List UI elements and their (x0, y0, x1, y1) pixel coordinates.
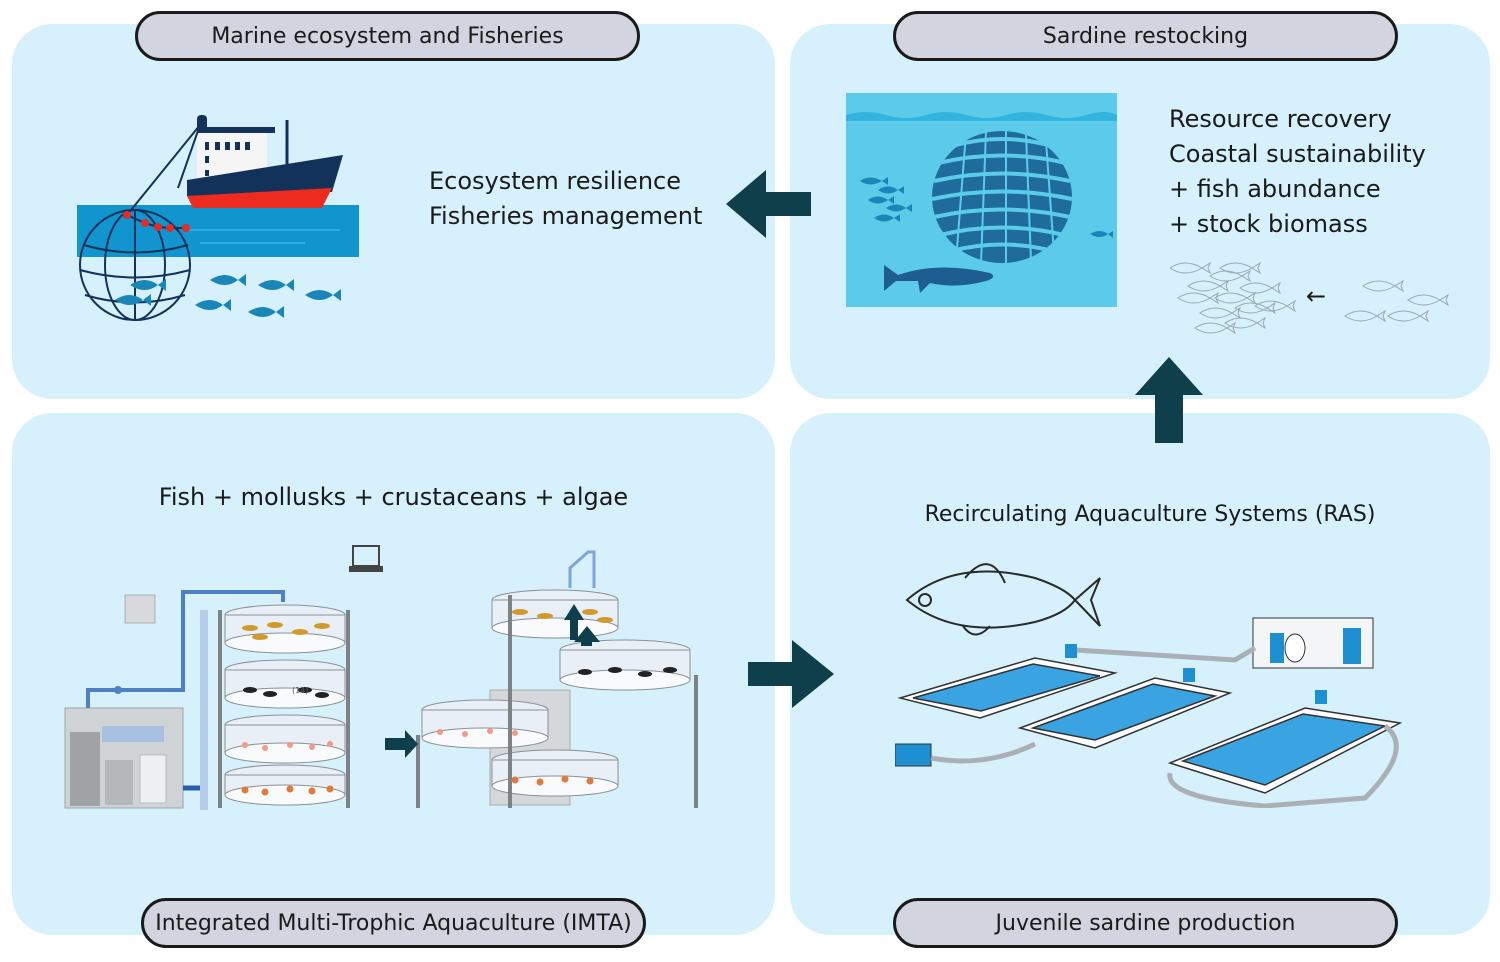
sardine-school-icon (1170, 261, 1449, 334)
panel-title-restocking: Sardine restocking (893, 11, 1398, 61)
outcome-resource-recovery: Resource recovery (1169, 105, 1392, 133)
outcome-fisheries-management: Fisheries management (429, 202, 703, 230)
small-arrow-left: ← (1306, 282, 1327, 310)
imta-species-subtitle: Fish + mollusks + crustaceans + algae (158, 483, 629, 511)
outcome-stock-biomass: + stock biomass (1169, 210, 1368, 238)
marine-outcomes: Ecosystem resilience Fisheries managemen… (429, 164, 702, 234)
panel-juvenile-production (790, 413, 1490, 935)
arrow-up-icon (1135, 357, 1203, 443)
fishing-vessel-icon (77, 115, 359, 321)
ras-subtitle: Recirculating Aquaculture Systems (RAS) (924, 502, 1376, 527)
panel-title-marine: Marine ecosystem and Fisheries (135, 11, 640, 61)
imta-tank-system-icon: (14) (64, 545, 698, 810)
restocking-outcomes: Resource recovery Coastal sustainability… (1169, 102, 1426, 242)
tank-label: (14) (292, 686, 308, 695)
outcome-coastal-sustainability: Coastal sustainability (1169, 140, 1426, 168)
arrow-right-icon (748, 640, 834, 708)
arrow-left-icon (726, 170, 811, 238)
ras-tanks-icon (895, 563, 1403, 808)
outcome-ecosystem-resilience: Ecosystem resilience (429, 167, 681, 195)
sardine-bait-ball-icon (846, 93, 1117, 307)
outcome-fish-abundance: + fish abundance (1169, 175, 1381, 203)
panel-title-juvenile: Juvenile sardine production (893, 898, 1398, 948)
panel-title-imta: Integrated Multi-Trophic Aquaculture (IM… (141, 898, 646, 948)
